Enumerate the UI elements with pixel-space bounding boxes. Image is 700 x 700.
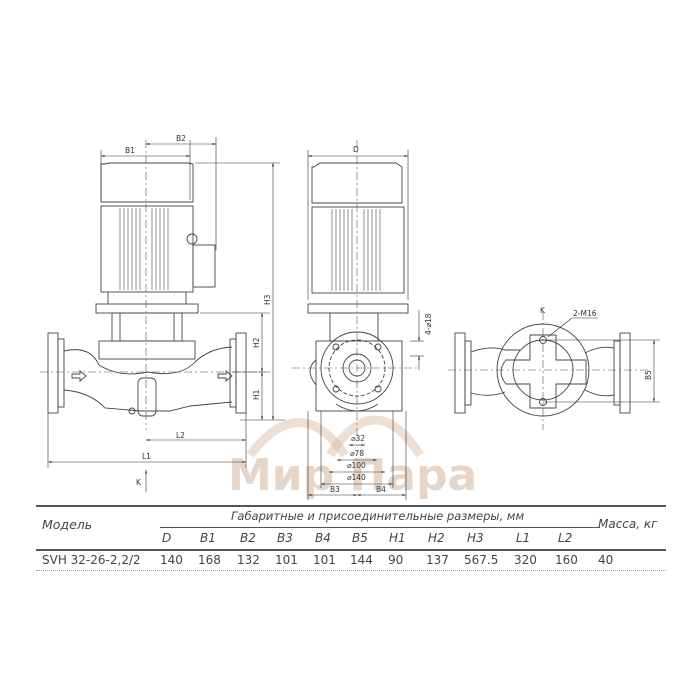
dim-k-front: K xyxy=(136,478,142,487)
cell-b4: 101 xyxy=(313,553,336,567)
col-header-b2: B2 xyxy=(240,531,256,545)
dim-h1: H1 xyxy=(252,389,261,400)
cell-mass: 40 xyxy=(598,553,614,567)
cell-b5: 144 xyxy=(350,553,373,567)
top-dimensions xyxy=(543,317,660,403)
cell-h1: 90 xyxy=(388,553,404,567)
dim-b2: B2 xyxy=(176,134,186,143)
cell-b3: 101 xyxy=(275,553,298,567)
dimensions-group-header: Габаритные и присоединительные размеры, … xyxy=(231,509,525,523)
table-top-rule xyxy=(36,505,666,507)
cell-l1: 320 xyxy=(514,553,537,567)
top-centerlines xyxy=(448,312,650,430)
col-header-d: D xyxy=(162,531,172,545)
col-header-b1: B1 xyxy=(200,531,216,545)
table-mid-rule xyxy=(36,549,666,551)
dim-d32: ⌀32 xyxy=(351,434,365,443)
mass-header: Масса, кг xyxy=(598,517,658,531)
col-header-h3: H3 xyxy=(467,531,484,545)
dim-b5: B5 xyxy=(644,370,653,380)
col-header-b5: B5 xyxy=(352,531,368,545)
cell-h3: 567.5 xyxy=(464,553,499,567)
front-dimensions xyxy=(47,137,285,492)
col-header-h1: H1 xyxy=(389,531,406,545)
dim-4-holes: 4-⌀18 xyxy=(424,313,433,335)
side-view xyxy=(307,162,409,412)
dim-l2: L2 xyxy=(176,431,185,440)
cell-model: SVH 32-26-2,2/2 xyxy=(42,553,141,567)
dim-k-top: K xyxy=(540,306,546,315)
col-header-l2: L2 xyxy=(558,531,573,545)
dim-d: D xyxy=(353,145,359,154)
dim-b3: B3 xyxy=(330,485,340,494)
dim-d78: ⌀78 xyxy=(350,449,364,458)
side-dimensions xyxy=(307,150,424,500)
watermark: Мир Пара xyxy=(228,415,477,501)
dim-b1: B1 xyxy=(125,146,135,155)
cell-l2: 160 xyxy=(555,553,578,567)
side-centerlines xyxy=(292,140,420,440)
front-centerlines xyxy=(40,140,265,430)
dim-h2: H2 xyxy=(252,337,261,348)
col-header-h2: H2 xyxy=(428,531,445,545)
dim-l1: L1 xyxy=(142,452,151,461)
dim-b4: B4 xyxy=(376,485,386,494)
dim-d100: ⌀100 xyxy=(347,461,366,470)
dim-h3: H3 xyxy=(263,294,272,305)
col-header-l1: L1 xyxy=(516,531,531,545)
table-bottom-rule xyxy=(36,570,666,571)
cell-b2: 132 xyxy=(237,553,260,567)
front-view xyxy=(47,162,247,417)
cell-b1: 168 xyxy=(198,553,221,567)
col-header-b4: B4 xyxy=(315,531,331,545)
watermark-text: Мир Пара xyxy=(228,450,477,501)
cell-h2: 137 xyxy=(426,553,449,567)
group-rule xyxy=(160,527,600,528)
col-header-b3: B3 xyxy=(277,531,293,545)
cell-d: 140 xyxy=(160,553,183,567)
dim-d140: ⌀140 xyxy=(347,473,366,482)
dim-2-m16: 2-M16 xyxy=(573,309,597,318)
model-header: Модель xyxy=(42,517,93,532)
